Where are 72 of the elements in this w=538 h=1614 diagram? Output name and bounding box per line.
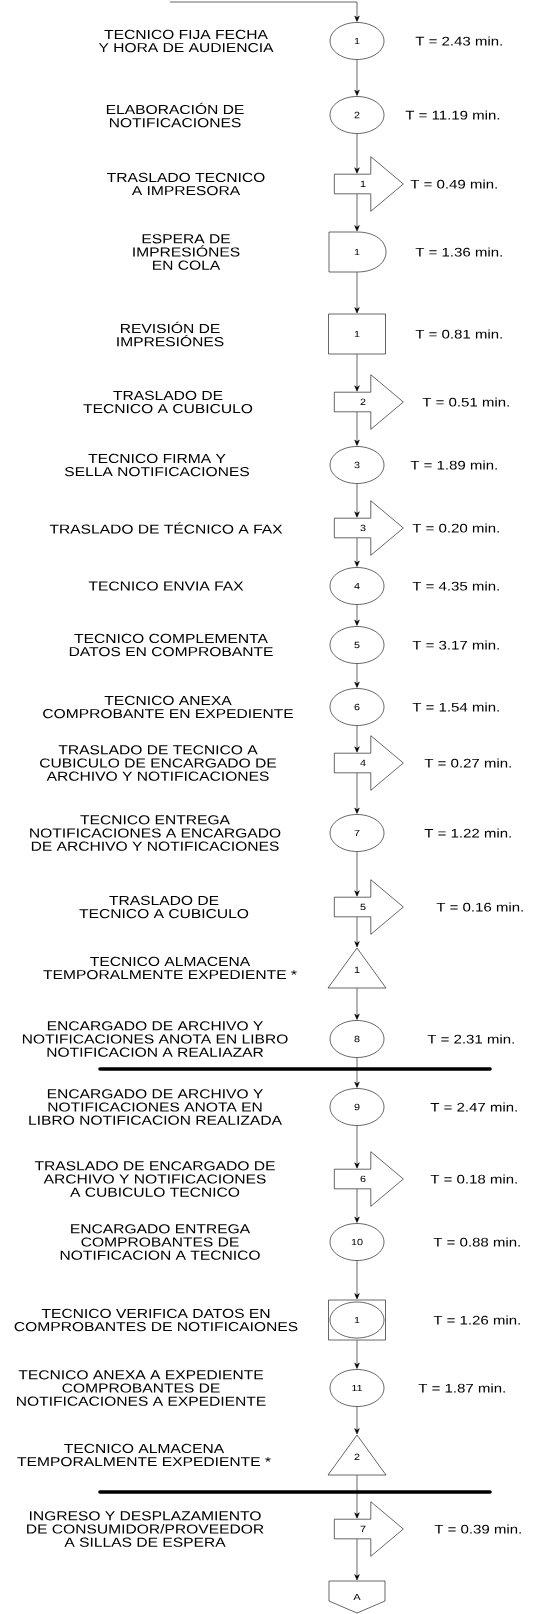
time-label: T = 0.16 min. — [436, 902, 523, 912]
arrow — [354, 916, 360, 948]
arrow — [354, 988, 360, 1020]
arrow — [354, 537, 360, 567]
step-description: TECNICO ENTREGA NOTIFICACIONES A ENCARGADO DE ARCHIVO Y NOTIFICACIONES — [30, 815, 281, 851]
step-description: TECNICO FIRMA Y SELLA NOTIFICACIONES — [64, 453, 250, 477]
arrow — [354, 1538, 360, 1581]
step-description: ENCARGADO DE ARCHIVO Y NOTIFICACIONES ANOTA EN LIBRO NOTIFICACION A REALIAZAR — [22, 1021, 288, 1057]
arrow — [354, 1188, 360, 1223]
arrow — [354, 1260, 360, 1300]
storage-triangle: 2 — [327, 1434, 387, 1476]
step-description: TRASLADO DE TECNICO A CUBICULO DE ENCARGADO DE ARCHIVO Y NOTIFICACIONES — [40, 745, 277, 781]
time-label: T = 11.19 min. — [405, 110, 500, 120]
step-description: TECNICO ALMACENA TEMPORALMENTE EXPEDIENTE * — [43, 956, 297, 980]
storage-triangle: 1 — [327, 947, 387, 989]
arrow — [354, 772, 360, 814]
step-description: TECNICO ANEXA COMPROBANTE EN EXPEDIENTE — [43, 695, 293, 719]
time-label: T = 0.88 min. — [433, 1237, 520, 1247]
time-label: T = 1.36 min. — [415, 247, 502, 257]
inspection-square: 1 — [328, 313, 386, 355]
time-label: T = 0.51 min. — [422, 397, 509, 407]
step-description: TRASLADO DE TÉCNICO A FAX — [49, 522, 283, 534]
time-label: T = 0.81 min. — [415, 329, 502, 339]
step-description: TRASLADO DE TECNICO A CUBICULO — [79, 895, 249, 919]
time-label: T = 0.18 min. — [430, 1174, 517, 1184]
step-description: INGRESO Y DESPLAZAMIENTO DE CONSUMIDOR/PROVEEDOR A SILLAS DE ESPERA — [27, 1511, 264, 1547]
step-description: ENCARGADO ENTREGA COMPROBANTES DE NOTIFICACION A TECNICO — [60, 1224, 260, 1260]
arrow — [354, 1475, 360, 1519]
arrow — [354, 1125, 360, 1169]
time-label: T = 2.47 min. — [430, 1102, 517, 1112]
arrow — [169, 1, 360, 22]
step-description: TECNICO ALMACENA TEMPORALMENTE EXPEDIENTE * — [17, 1443, 271, 1467]
time-label: T = 1.54 min. — [412, 702, 499, 712]
arrow — [354, 133, 360, 174]
time-label: T = 0.20 min. — [412, 523, 499, 533]
step-description: TRASLADO DE ENCARGADO DE ARCHIVO Y NOTIFICACIONES A CUBICULO TECNICO — [34, 1161, 275, 1197]
step-description: TRASLADO DE TECNICO A CUBICULO — [83, 390, 253, 414]
time-label: T = 3.17 min. — [412, 640, 499, 650]
arrow — [354, 411, 360, 446]
step-description: TECNICO ANEXA A EXPEDIENTE COMPROBANTES DE NOTIFICACIONES A EXPEDIENTE — [17, 1370, 266, 1406]
step-description: ELABORACIÓN DE NOTIFICACIONES — [106, 102, 244, 128]
arrow — [354, 272, 360, 314]
step-description: TECNICO FIJA FECHA Y HORA DE AUDIENCIA — [98, 29, 274, 53]
step-description: TECNICO COMPLEMENTA DATOS EN COMPROBANTE — [69, 633, 273, 657]
arrow — [354, 193, 360, 232]
time-label: T = 1.26 min. — [433, 1315, 520, 1325]
step-description: TRASLADO TECNICO A IMPRESORA — [107, 172, 265, 196]
arrow — [354, 725, 360, 753]
time-label: T = 4.35 min. — [412, 581, 499, 591]
arrow — [354, 354, 360, 392]
step-description: REVISIÓN DE IMPRESIÓNES — [117, 321, 224, 347]
arrow — [354, 1340, 360, 1369]
step-description: ESPERA DE IMPRESIÓNES EN COLA — [133, 234, 240, 270]
time-label: T = 0.39 min. — [434, 1524, 521, 1534]
step-description: TECNICO VERIFICA DATOS EN COMPROBANTES DE NOTIFICAIONES — [14, 1308, 298, 1332]
arrow — [354, 604, 360, 626]
time-label: T = 0.49 min. — [410, 179, 497, 189]
arrow — [354, 1057, 360, 1088]
time-label: T = 1.87 min. — [418, 1383, 505, 1393]
time-label: T = 1.89 min. — [410, 460, 497, 470]
time-label: T = 0.27 min. — [424, 758, 511, 768]
arrow — [354, 851, 360, 897]
time-label: T = 2.43 min. — [415, 36, 502, 46]
arrow — [354, 483, 360, 518]
step-description: ENCARGADO DE ARCHIVO Y NOTIFICACIONES ANOTA EN LIBRO NOTIFICACION REALIZADA — [29, 1089, 282, 1125]
arrow — [354, 1406, 360, 1435]
arrow — [354, 663, 360, 688]
step-description: TECNICO ENVIA FAX — [88, 581, 244, 591]
time-label: T = 1.22 min. — [424, 828, 511, 838]
time-label: T = 2.31 min. — [427, 1034, 514, 1044]
arrow — [354, 59, 360, 96]
off-page-connector: A — [328, 1580, 386, 1614]
